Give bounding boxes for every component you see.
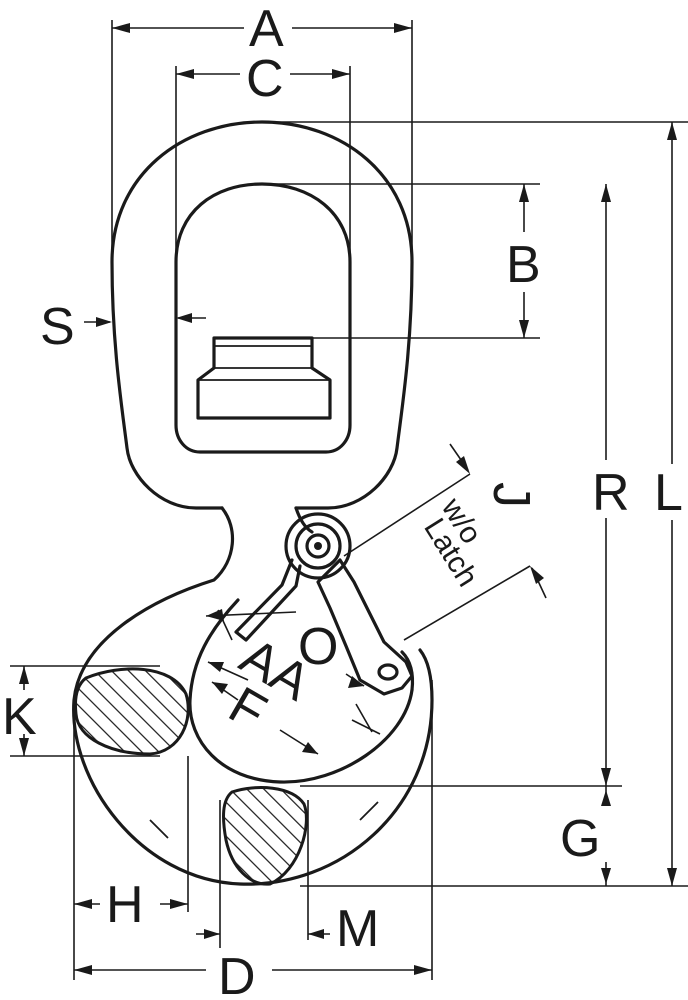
label-h: H: [106, 876, 144, 934]
latch-pivot-outer: [284, 512, 352, 580]
latch-pivot-ring: [294, 522, 342, 570]
label-k: K: [2, 688, 37, 746]
latch-pivot-center: [314, 542, 322, 550]
label-s: S: [40, 298, 75, 356]
label-c: C: [246, 50, 284, 108]
label-o: O: [298, 618, 338, 676]
section-m-hatched: [222, 786, 308, 886]
label-l: L: [654, 464, 683, 522]
label-m: M: [336, 900, 379, 958]
hook-tip: [400, 650, 415, 692]
label-r: R: [592, 464, 630, 522]
hook-throat-outline: [188, 506, 414, 784]
swivel-nut: [196, 336, 332, 420]
section-k-hatched: [74, 667, 190, 756]
label-f: F: [219, 676, 276, 742]
label-g: G: [560, 810, 600, 868]
latch-tip-hole: [377, 663, 399, 681]
label-a: A: [249, 0, 284, 58]
hook-body: [72, 506, 434, 886]
latch-spring: [234, 558, 302, 642]
hook-outer-outline: [72, 506, 434, 886]
label-d: D: [218, 948, 256, 1000]
dimension-lines: [10, 20, 688, 980]
label-j: J: [482, 482, 540, 508]
swivel-eye: [110, 120, 414, 510]
eye-inner-outline: [174, 182, 352, 454]
label-b: B: [506, 236, 541, 294]
latch-gate: [316, 558, 414, 696]
eye-outer-outline: [110, 120, 414, 510]
latch-pivot-pin: [305, 533, 331, 559]
